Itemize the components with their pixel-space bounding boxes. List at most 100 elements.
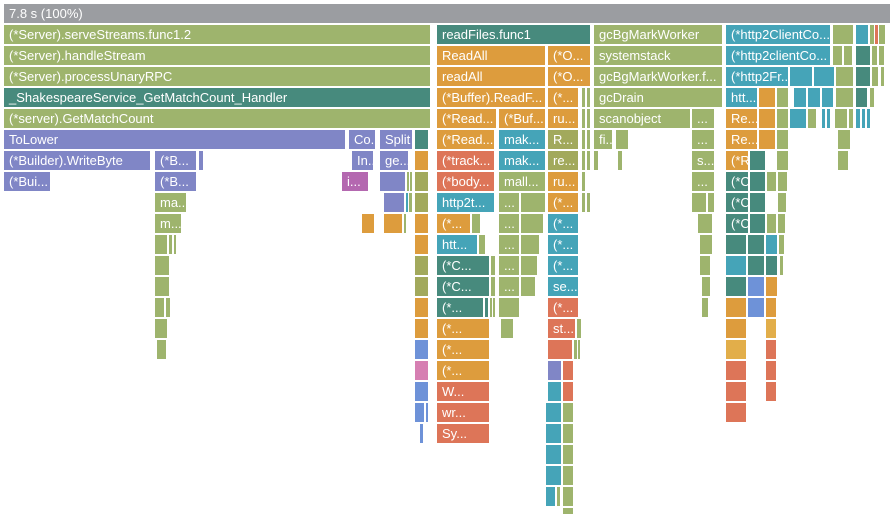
flame-frame[interactable]: gcDrain <box>594 88 722 107</box>
flame-frame[interactable] <box>698 214 712 233</box>
flame-frame[interactable] <box>169 235 172 254</box>
flame-frame[interactable] <box>748 277 764 296</box>
flame-frame[interactable] <box>582 109 585 128</box>
flame-frame[interactable] <box>546 466 561 485</box>
flame-frame[interactable] <box>794 88 806 107</box>
flame-frame[interactable] <box>415 277 428 296</box>
flame-frame[interactable] <box>767 172 776 191</box>
flame-frame[interactable] <box>836 88 853 107</box>
flame-frame[interactable] <box>766 256 777 275</box>
flame-frame[interactable] <box>491 277 495 296</box>
flame-frame[interactable] <box>814 67 834 86</box>
flame-frame[interactable] <box>582 172 585 191</box>
flame-frame[interactable] <box>582 130 585 149</box>
flame-frame[interactable] <box>410 172 412 191</box>
flame-frame[interactable]: ... <box>499 193 519 212</box>
flame-frame[interactable]: (*... <box>548 88 578 107</box>
flame-frame[interactable] <box>485 298 488 317</box>
flame-frame[interactable] <box>404 214 406 233</box>
flame-frame[interactable]: In... <box>352 151 373 170</box>
flame-frame[interactable] <box>546 487 555 506</box>
flame-frame[interactable] <box>766 319 776 338</box>
flame-frame[interactable] <box>587 193 590 212</box>
flame-frame[interactable] <box>777 130 788 149</box>
flame-frame[interactable] <box>380 172 405 191</box>
flame-frame[interactable] <box>155 319 167 338</box>
flame-frame[interactable] <box>563 487 573 506</box>
flame-frame[interactable]: (*Read... <box>437 130 494 149</box>
flame-frame[interactable] <box>548 382 561 401</box>
flame-frame[interactable]: mak... <box>499 130 545 149</box>
flame-frame[interactable] <box>872 67 878 86</box>
flame-frame[interactable]: m... <box>155 214 181 233</box>
flame-frame[interactable]: Co... <box>349 130 375 149</box>
flame-frame[interactable]: (*O... <box>548 46 590 65</box>
flame-frame[interactable] <box>862 109 865 128</box>
flame-frame[interactable]: ... <box>499 256 519 275</box>
flame-frame[interactable] <box>726 403 746 422</box>
flame-frame[interactable] <box>766 340 776 359</box>
flame-frame[interactable] <box>155 277 169 296</box>
flame-frame[interactable]: (*http2clientCo... <box>726 46 830 65</box>
flame-frame[interactable] <box>384 193 404 212</box>
flame-frame[interactable] <box>582 151 585 170</box>
flame-frame[interactable]: se... <box>548 277 578 296</box>
flame-frame[interactable] <box>563 466 573 485</box>
flame-frame[interactable] <box>748 298 764 317</box>
flame-frame[interactable] <box>808 88 820 107</box>
flame-frame[interactable] <box>563 445 573 464</box>
flame-frame[interactable] <box>577 319 581 338</box>
flame-frame[interactable] <box>490 298 492 317</box>
flame-frame[interactable] <box>415 193 428 212</box>
flame-frame[interactable]: ru... <box>548 109 578 128</box>
flame-frame[interactable]: ToLower <box>4 130 345 149</box>
flame-frame[interactable]: (*Server).serveStreams.func1.2 <box>4 25 430 44</box>
flame-frame[interactable] <box>766 277 777 296</box>
flame-frame[interactable] <box>870 25 874 44</box>
flame-frame[interactable]: (*... <box>548 214 578 233</box>
flame-frame[interactable] <box>557 487 560 506</box>
flame-frame[interactable] <box>726 277 746 296</box>
flame-frame[interactable]: (*body... <box>437 172 494 191</box>
flame-frame[interactable] <box>493 298 495 317</box>
flame-frame[interactable]: (*Buffer).ReadF... <box>437 88 545 107</box>
flame-frame[interactable]: (*... <box>548 298 578 317</box>
flame-frame[interactable] <box>822 109 825 128</box>
flame-root-frame[interactable]: 7.8 s (100%) <box>4 4 890 23</box>
flame-frame[interactable]: W... <box>437 382 489 401</box>
flame-frame[interactable] <box>856 25 868 44</box>
flame-frame[interactable] <box>778 193 786 212</box>
flame-frame[interactable] <box>155 235 167 254</box>
flame-frame[interactable] <box>881 67 884 86</box>
flame-frame[interactable]: ... <box>692 172 714 191</box>
flame-frame[interactable]: gcBgMarkWorker.f... <box>594 67 722 86</box>
flame-frame[interactable]: (*track... <box>437 151 494 170</box>
flame-frame[interactable]: ... <box>692 130 714 149</box>
flame-frame[interactable] <box>766 298 776 317</box>
flame-frame[interactable]: (*Server).handleStream <box>4 46 430 65</box>
flame-frame[interactable] <box>415 256 428 275</box>
flame-frame[interactable] <box>406 193 408 212</box>
flame-frame[interactable] <box>415 214 428 233</box>
flame-frame[interactable] <box>777 109 788 128</box>
flame-frame[interactable] <box>574 340 577 359</box>
flame-frame[interactable] <box>875 25 878 44</box>
flame-frame[interactable]: (*C... <box>437 277 489 296</box>
flame-frame[interactable]: mak... <box>499 151 545 170</box>
flame-frame[interactable]: htt... <box>437 235 477 254</box>
flame-frame[interactable]: fi... <box>594 130 612 149</box>
flame-frame[interactable] <box>426 403 428 422</box>
flame-frame[interactable]: mall... <box>499 172 545 191</box>
flame-frame[interactable] <box>808 109 816 128</box>
flame-frame[interactable]: Re... <box>726 109 757 128</box>
flame-frame[interactable] <box>872 46 877 65</box>
flame-frame[interactable] <box>548 361 561 380</box>
flame-frame[interactable] <box>501 319 513 338</box>
flame-frame[interactable]: (*... <box>548 235 578 254</box>
flame-frame[interactable] <box>835 109 847 128</box>
flame-frame[interactable] <box>766 235 777 254</box>
flame-frame[interactable]: (*Server).processUnaryRPC <box>4 67 430 86</box>
flame-frame[interactable]: R... <box>548 130 578 149</box>
flame-frame[interactable] <box>199 151 203 170</box>
flame-frame[interactable] <box>587 88 590 107</box>
